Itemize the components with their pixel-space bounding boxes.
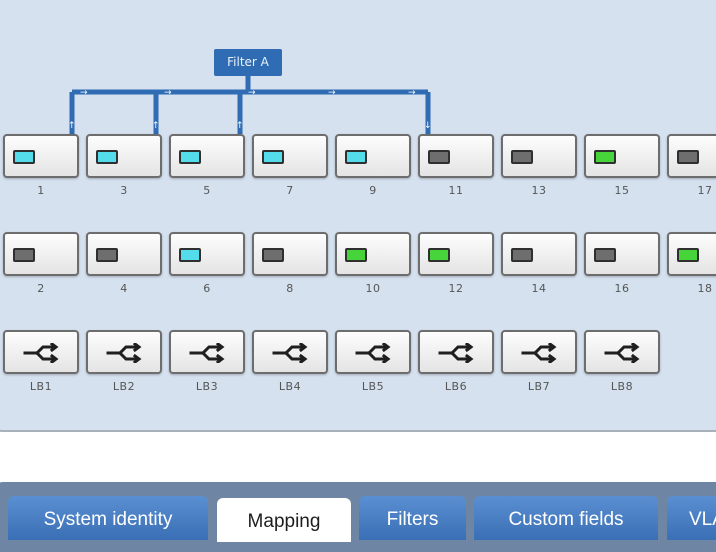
load-balancer-lb4[interactable] — [252, 330, 328, 374]
port-status-led-icon — [428, 150, 450, 164]
load-balancer-lb7[interactable] — [501, 330, 577, 374]
load-balancer-label: LB4 — [278, 380, 302, 393]
port-number-label: 5 — [203, 184, 211, 197]
split-arrows-icon — [23, 343, 59, 363]
port-number-label: 1 — [37, 184, 45, 197]
load-balancer-label: LB1 — [29, 380, 53, 393]
load-balancer-lb6[interactable] — [418, 330, 494, 374]
port-4[interactable] — [86, 232, 162, 276]
flow-arrow-right-icon: → — [248, 88, 256, 98]
port-5[interactable] — [169, 134, 245, 178]
port-13[interactable] — [501, 134, 577, 178]
load-balancer-label: LB3 — [195, 380, 219, 393]
split-arrows-icon — [438, 343, 474, 363]
port-status-led-icon — [345, 248, 367, 262]
port-number-label: 18 — [697, 282, 713, 295]
split-arrows-icon — [189, 343, 225, 363]
port-8[interactable] — [252, 232, 328, 276]
port-number-label: 6 — [203, 282, 211, 295]
split-arrows-icon — [604, 343, 640, 363]
load-balancer-label: LB7 — [527, 380, 551, 393]
port-1[interactable] — [3, 134, 79, 178]
port-number-label: 15 — [614, 184, 630, 197]
port-status-led-icon — [96, 248, 118, 262]
flow-arrow-right-icon: → — [164, 88, 172, 98]
port-status-led-icon — [594, 150, 616, 164]
flow-arrow-up-icon: ↑ — [68, 121, 76, 131]
port-18[interactable] — [667, 232, 716, 276]
port-number-label: 8 — [286, 282, 294, 295]
port-15[interactable] — [584, 134, 660, 178]
tab-system-identity[interactable]: System identity — [8, 496, 208, 540]
port-status-led-icon — [262, 150, 284, 164]
filter-connector-lines: → → → → → ↑ ↑ ↑ ↓ — [68, 76, 432, 134]
port-status-led-icon — [13, 248, 35, 262]
port-number-label: 10 — [365, 282, 381, 295]
port-number-label: 7 — [286, 184, 294, 197]
port-number-label: 12 — [448, 282, 464, 295]
tab-custom-fields[interactable]: Custom fields — [474, 496, 658, 540]
load-balancer-lb3[interactable] — [169, 330, 245, 374]
port-7[interactable] — [252, 134, 328, 178]
port-status-led-icon — [677, 248, 699, 262]
port-6[interactable] — [169, 232, 245, 276]
port-11[interactable] — [418, 134, 494, 178]
port-status-led-icon — [179, 248, 201, 262]
port-12[interactable] — [418, 232, 494, 276]
flow-arrow-right-icon: → — [328, 88, 336, 98]
port-status-led-icon — [511, 150, 533, 164]
port-status-led-icon — [13, 150, 35, 164]
port-status-led-icon — [594, 248, 616, 262]
port-number-label: 13 — [531, 184, 547, 197]
port-17[interactable] — [667, 134, 716, 178]
load-balancer-label: LB6 — [444, 380, 468, 393]
port-status-led-icon — [511, 248, 533, 262]
port-number-label: 17 — [697, 184, 713, 197]
split-arrows-icon — [521, 343, 557, 363]
tab-mapping[interactable]: Mapping — [217, 498, 351, 542]
port-status-led-icon — [428, 248, 450, 262]
flow-arrow-right-icon: → — [408, 88, 416, 98]
load-balancer-lb2[interactable] — [86, 330, 162, 374]
flow-arrow-down-icon: ↓ — [424, 121, 432, 131]
load-balancer-lb1[interactable] — [3, 330, 79, 374]
tab-vlan[interactable]: VLAN — [667, 496, 716, 540]
port-2[interactable] — [3, 232, 79, 276]
port-number-label: 14 — [531, 282, 547, 295]
port-number-label: 3 — [120, 184, 128, 197]
filter-a-button[interactable]: Filter A — [214, 49, 282, 76]
load-balancer-lb8[interactable] — [584, 330, 660, 374]
port-status-led-icon — [345, 150, 367, 164]
flow-arrow-up-icon: ↑ — [152, 121, 160, 131]
load-balancer-label: LB8 — [610, 380, 634, 393]
split-arrows-icon — [355, 343, 391, 363]
load-balancer-label: LB2 — [112, 380, 136, 393]
port-9[interactable] — [335, 134, 411, 178]
port-14[interactable] — [501, 232, 577, 276]
port-status-led-icon — [262, 248, 284, 262]
load-balancer-lb5[interactable] — [335, 330, 411, 374]
port-number-label: 11 — [448, 184, 464, 197]
port-status-led-icon — [96, 150, 118, 164]
port-10[interactable] — [335, 232, 411, 276]
port-number-label: 9 — [369, 184, 377, 197]
port-number-label: 16 — [614, 282, 630, 295]
port-status-led-icon — [179, 150, 201, 164]
load-balancer-label: LB5 — [361, 380, 385, 393]
port-status-led-icon — [677, 150, 699, 164]
port-number-label: 2 — [37, 282, 45, 295]
tab-filters[interactable]: Filters — [359, 496, 466, 540]
port-16[interactable] — [584, 232, 660, 276]
flow-arrow-right-icon: → — [80, 88, 88, 98]
flow-arrow-up-icon: ↑ — [236, 121, 244, 131]
split-arrows-icon — [106, 343, 142, 363]
split-arrows-icon — [272, 343, 308, 363]
port-number-label: 4 — [120, 282, 128, 295]
port-3[interactable] — [86, 134, 162, 178]
